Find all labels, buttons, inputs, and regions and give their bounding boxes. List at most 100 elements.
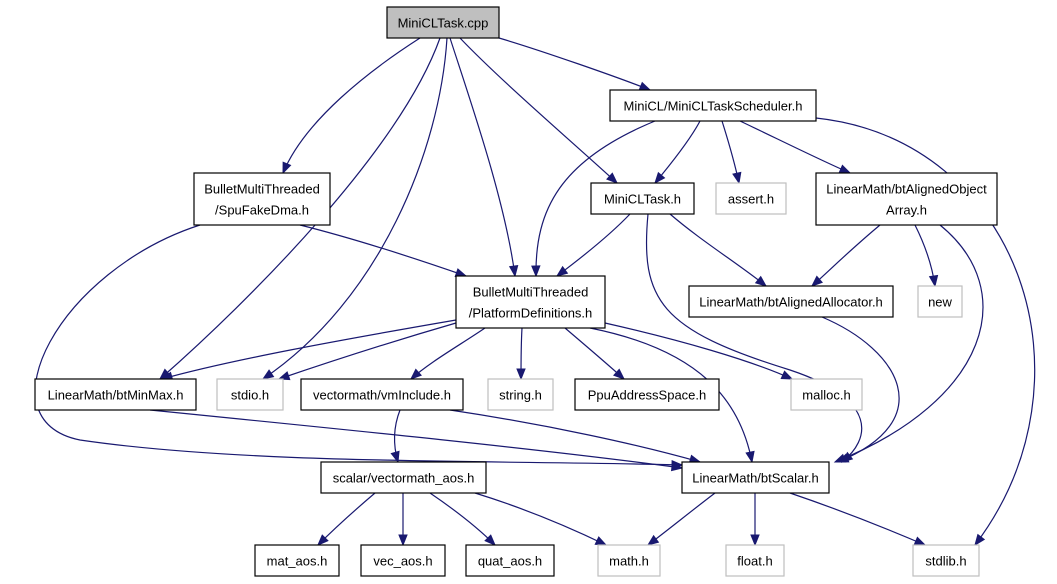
edge-minicltask-h-to-platformdefinitions-h [555, 213, 631, 277]
arrowhead-icon [838, 164, 852, 174]
node-assert-h: assert.h [715, 182, 787, 215]
edge-vectormath-aos-h-to-vec-aos-h [398, 493, 408, 547]
node-label: math.h [609, 554, 649, 569]
edge-platformdefinitions-h-to-ppuaddressspace-h [564, 327, 626, 380]
node-label: quat_aos.h [478, 554, 542, 569]
edge-minicltask-h-to-btalignedallocator-h [669, 213, 768, 287]
arrowhead-icon [646, 534, 660, 546]
arrowhead-icon [484, 534, 496, 546]
node-label: LinearMath/btAlignedObject [826, 182, 987, 197]
node-btscalar-h[interactable]: LinearMath/btScalar.h [681, 461, 830, 494]
edge-minicl-scheduler-h-to-stdlib-h [815, 117, 1036, 547]
edge-vectormath-aos-h-to-math-h [474, 492, 608, 546]
edge-line [299, 224, 467, 277]
arrowhead-icon [732, 171, 742, 185]
node-label: MiniCLTask.cpp [398, 16, 489, 31]
node-box [487, 378, 554, 411]
node-ppuaddressspace-h[interactable]: PpuAddressSpace.h [574, 378, 720, 411]
node-box [688, 285, 894, 318]
arrowhead-icon [508, 264, 519, 278]
node-label: MiniCLTask.h [604, 192, 681, 207]
node-btalignedallocator-h[interactable]: LinearMath/btAlignedAllocator.h [688, 285, 894, 318]
node-label: /SpuFakeDma.h [215, 203, 309, 218]
edge-line [459, 37, 618, 184]
node-stdio-h: stdio.h [216, 378, 284, 411]
arrowhead-icon [928, 274, 939, 288]
edge-btalignedallocator-h-to-btscalar-h [821, 316, 900, 463]
node-label: vec_aos.h [373, 554, 432, 569]
edge-line [669, 213, 767, 287]
arrowhead-icon [555, 265, 569, 277]
edge-platformdefinitions-h-to-malloc-h [604, 322, 794, 380]
node-box [574, 378, 720, 411]
edge-minicltask-h-to-btscalar-h [645, 213, 863, 463]
edge-btalignedobjectarray-h-to-new [914, 224, 939, 288]
edge-line [556, 213, 631, 277]
edge-line [149, 409, 683, 469]
edge-line [739, 120, 851, 174]
arrowhead-icon [277, 371, 291, 381]
edge-vectormath-aos-h-to-mat-aos-h [317, 492, 376, 546]
arrowhead-icon [390, 450, 400, 464]
node-label: MiniCL/MiniCLTaskScheduler.h [624, 99, 803, 114]
node-minicl-scheduler-h[interactable]: MiniCL/MiniCLTaskScheduler.h [609, 89, 817, 122]
node-label: float.h [737, 554, 772, 569]
node-label: LinearMath/btAlignedAllocator.h [699, 295, 883, 310]
arrowhead-icon [810, 275, 823, 287]
node-math-h: math.h [597, 544, 661, 577]
node-box [609, 89, 817, 122]
node-float-h: float.h [725, 544, 785, 577]
edge-line [811, 224, 881, 287]
node-malloc-h: malloc.h [790, 378, 863, 411]
node-minicltask-h[interactable]: MiniCLTask.h [590, 182, 695, 215]
node-vec-aos-h[interactable]: vec_aos.h [360, 544, 446, 577]
node-spufakedma-h[interactable]: BulletMultiThreaded/SpuFakeDma.h [193, 172, 331, 226]
node-vectormath-aos-h[interactable]: scalar/vectormath_aos.h [320, 461, 487, 494]
node-mat-aos-h[interactable]: mat_aos.h [254, 544, 340, 577]
node-box [455, 275, 606, 329]
edge-minicltask-cpp-to-platformdefinitions-h [449, 37, 519, 278]
edge-platformdefinitions-h-to-string-h [516, 327, 526, 381]
edge-line [161, 319, 457, 380]
node-platformdefinitions-h[interactable]: BulletMultiThreaded/PlatformDefinitions.… [455, 275, 606, 329]
node-new: new [917, 285, 963, 318]
arrowhead-icon [594, 536, 608, 546]
edge-spufakedma-h-to-btscalar-h [34, 224, 684, 470]
node-box [597, 544, 661, 577]
arrowhead-icon [638, 81, 652, 91]
node-box [216, 378, 284, 411]
edge-btalignedobjectarray-h-to-btscalar-h [833, 224, 984, 463]
edge-line [789, 492, 926, 546]
edge-vminclude-h-to-vectormath-aos-h [390, 409, 401, 464]
node-label: /PlatformDefinitions.h [469, 306, 593, 321]
node-label: Array.h [886, 203, 927, 218]
edge-btscalar-h-to-stdlib-h [789, 492, 927, 546]
arrowhead-icon [754, 275, 768, 287]
node-minicltask-cpp[interactable]: MiniCLTask.cpp [386, 6, 500, 39]
node-btminmax-h[interactable]: LinearMath/btMinMax.h [34, 378, 197, 411]
edge-line [821, 316, 900, 463]
edge-minicl-scheduler-h-to-assert-h [721, 120, 742, 185]
arrowhead-icon [670, 461, 684, 472]
node-vminclude-h[interactable]: vectormath/vmInclude.h [300, 378, 464, 411]
edge-minicl-scheduler-h-to-minicltask-h [654, 120, 701, 185]
node-label: stdio.h [231, 388, 269, 403]
arrowhead-icon [398, 534, 408, 547]
edge-minicltask-cpp-to-spufakedma-h [282, 37, 421, 175]
edge-line [564, 327, 625, 380]
node-box [465, 544, 555, 577]
node-quat-aos-h[interactable]: quat_aos.h [465, 544, 555, 577]
edge-line [449, 409, 701, 463]
arrowhead-icon [745, 450, 755, 464]
edge-minicltask-cpp-to-minicltask-h [459, 37, 618, 184]
edge-btscalar-h-to-float-h [750, 493, 760, 547]
edge-btminmax-h-to-btscalar-h [149, 409, 684, 472]
node-box [815, 172, 998, 226]
edge-platformdefinitions-h-to-stdio-h [277, 322, 457, 381]
node-label: string.h [499, 388, 542, 403]
arrowhead-icon [261, 369, 275, 380]
node-box [912, 544, 980, 577]
node-label: BulletMultiThreaded [473, 285, 589, 300]
